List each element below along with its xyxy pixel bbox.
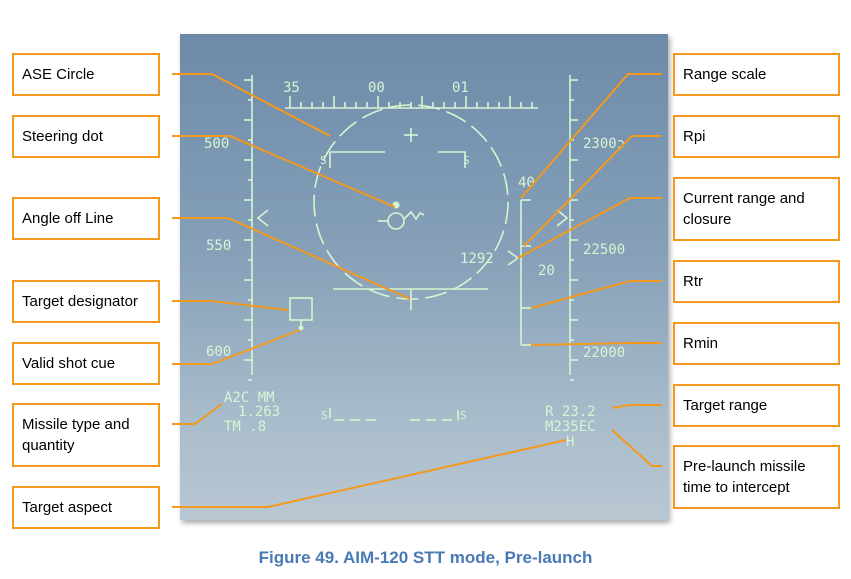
label-target-aspect: Target aspect [12,486,160,529]
label-range-scale: Range scale [673,53,840,96]
alt-label-23000: 2300ɔ [583,136,625,152]
aspect-readout: H [566,434,574,450]
range-scale-40: 40 [518,175,535,191]
range-scale-20: 20 [538,263,555,279]
s-mark-bottom-left: S [321,409,328,422]
heading-label-35: 35 [283,80,300,96]
dlz-bottom-right [410,408,459,421]
tti-readout: M235EC [545,419,596,435]
label-target-range: Target range [673,384,840,427]
label-current-range-closure-text: Current range and closure [683,190,805,228]
dlz-bottom-left [329,408,380,421]
dlz-bracket-left [329,151,385,168]
flight-path-marker-circle [387,212,405,230]
label-missile-type-text: Missile type and quantity [22,416,130,454]
label-missile-type: Missile type and quantity [12,403,160,467]
speed-label-550: 550 [206,238,231,254]
label-range-scale-text: Range scale [683,66,767,83]
heading-label-00: 00 [368,80,385,96]
figure-caption: Figure 49. AIM-120 STT mode, Pre-launch [258,548,593,567]
label-rtr-text: Rtr [683,273,703,290]
closure-readout: 1292 [460,251,494,267]
dlz-bracket-right [438,151,466,168]
alt-label-22500: 22500 [583,242,625,258]
label-ase-circle-text: ASE Circle [22,66,95,83]
label-target-aspect-text: Target aspect [22,499,113,516]
speed-caret [256,209,269,227]
heading-label-01: 01 [452,80,469,96]
label-steering-dot-text: Steering dot [22,128,103,145]
label-ase-circle: ASE Circle [12,53,160,96]
label-rtr: Rtr [673,260,840,303]
range-scale: 40 20 1292 [460,175,555,346]
label-prelaunch-tti-text: Pre-launch missile time to intercept [683,458,806,496]
leader-lines [172,73,662,508]
weapon-line-2: 1.263 [238,404,280,420]
flight-path-marker-wing-right [403,210,425,221]
speed-scale: 500 550 600 [204,75,269,381]
current-range-caret [507,250,520,266]
label-rmin-text: Rmin [683,335,719,352]
label-target-range-text: Target range [683,397,768,414]
label-angle-off-line: Angle off Line [12,197,160,240]
target-range-readout: R 23.2 [545,404,596,420]
label-rpi: Rpi [673,115,840,158]
label-rpi-text: Rpi [683,128,706,145]
speed-label-500: 500 [204,136,229,152]
hud-display [180,34,668,520]
weapon-line-3: TM .8 [224,419,266,435]
s-mark-left: S [320,154,327,167]
speed-label-600: 600 [206,344,231,360]
heading-tape: 35 00 01 [283,80,538,109]
valid-shot-cue [298,325,304,331]
target-designator-box [289,297,313,321]
label-target-designator: Target designator [12,280,160,323]
altitude-scale: 2300ɔ 22500 22000 [556,75,625,381]
label-steering-dot: Steering dot [12,115,160,158]
s-mark-bottom-right: S [460,409,467,422]
weapon-line-1: A2C MM [224,390,275,406]
label-prelaunch-tti: Pre-launch missile time to intercept [673,445,840,509]
label-current-range-closure: Current range and closure [673,177,840,241]
label-valid-shot-cue: Valid shot cue [12,342,160,385]
altitude-caret [556,209,569,227]
label-target-designator-text: Target designator [22,293,138,310]
label-valid-shot-cue-text: Valid shot cue [22,355,116,372]
label-rmin: Rmin [673,322,840,365]
alt-label-22000: 22000 [583,345,625,361]
label-angle-off-line-text: Angle off Line [22,210,114,227]
s-mark-right: S [463,154,470,167]
